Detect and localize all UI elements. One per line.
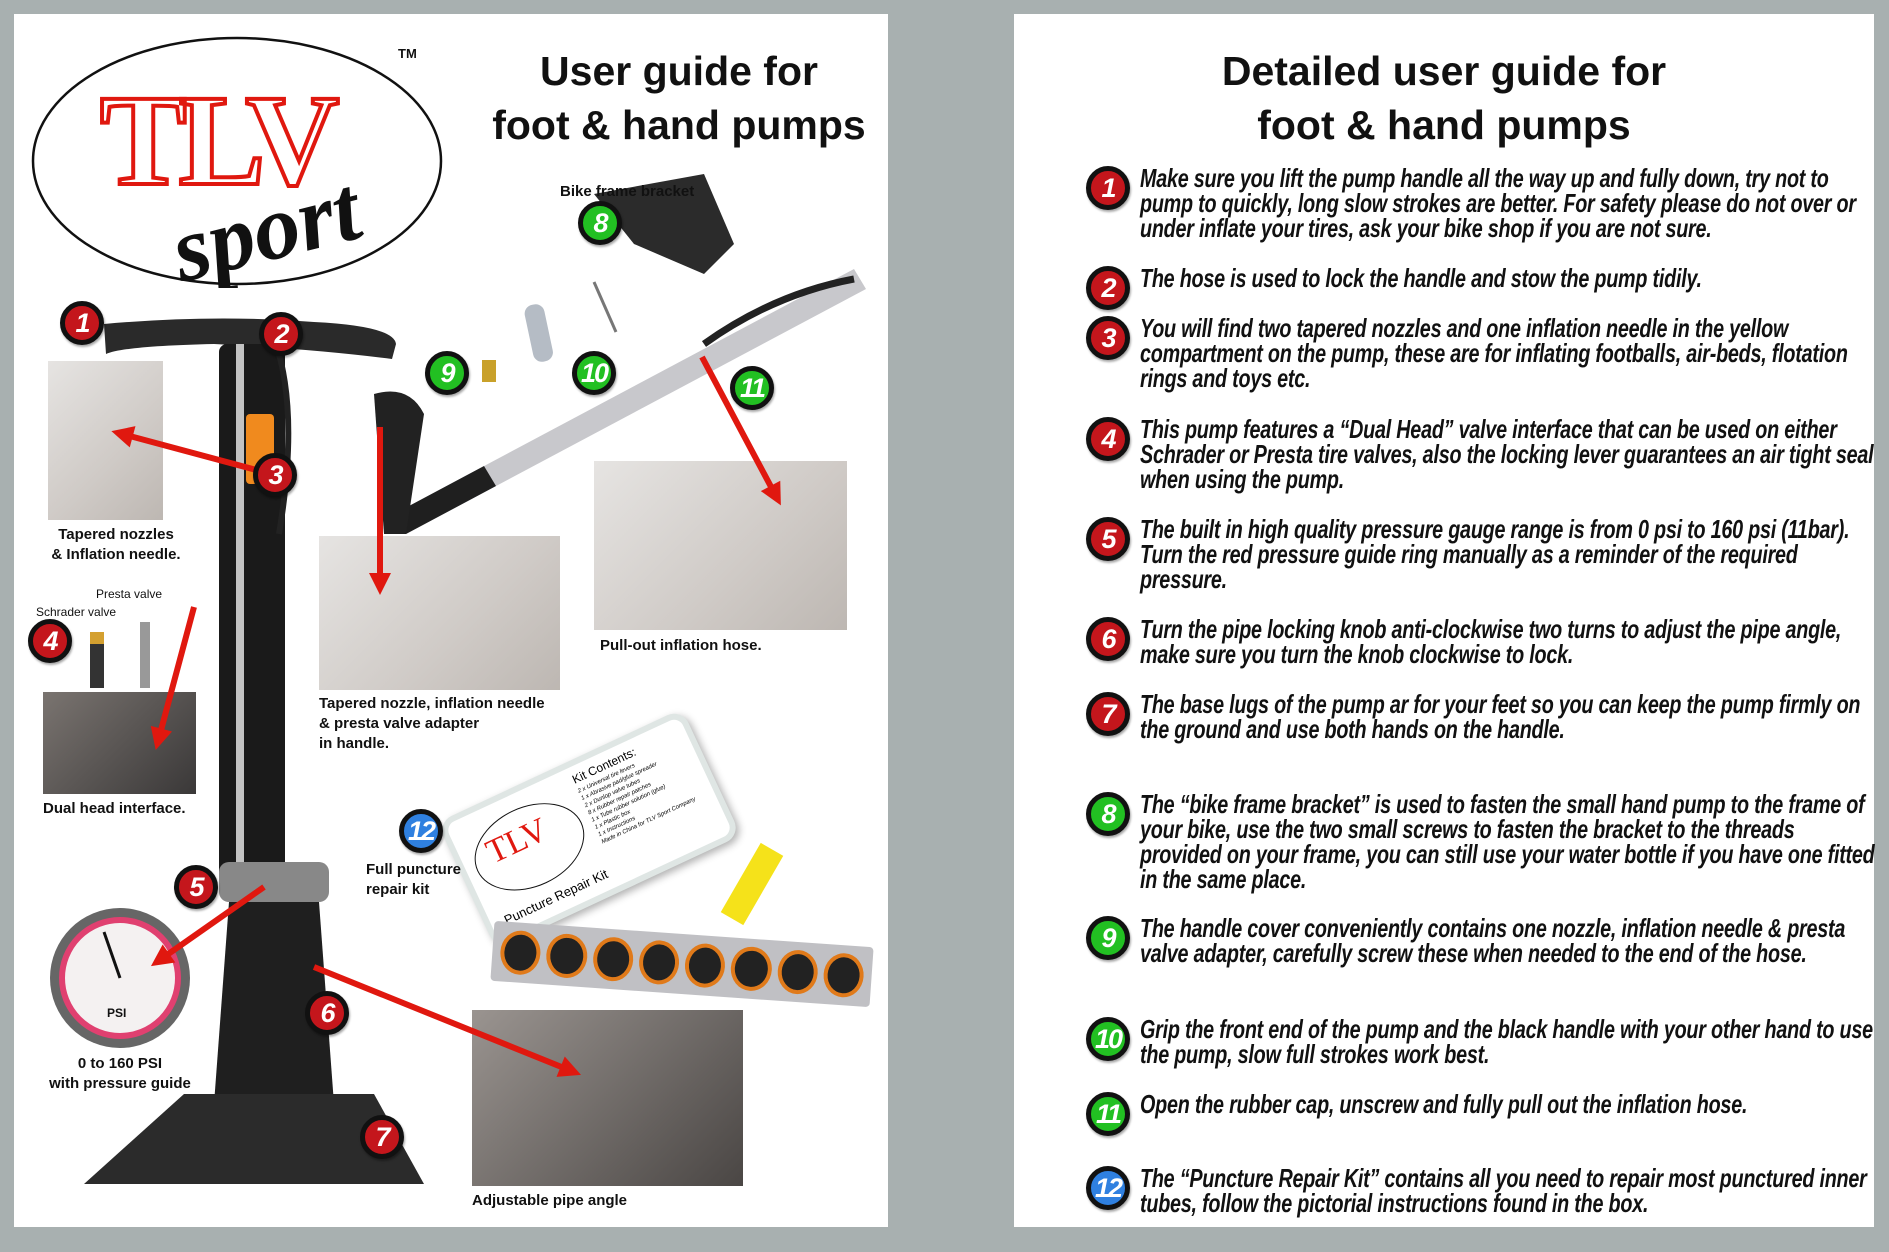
- caption-line: & presta valve adapter: [319, 715, 480, 732]
- caption-line: 0 to 160 PSI: [77, 1055, 163, 1072]
- detailed-guide-panel: Detailed user guide for foot & hand pump…: [1014, 14, 1875, 1227]
- detailed-title: Detailed user guide for foot & hand pump…: [1014, 44, 1874, 152]
- handle-photo: [319, 536, 560, 690]
- caption-line: with pressure guide: [49, 1075, 191, 1092]
- badge-7: 7: [1086, 692, 1130, 736]
- badge-11: 11: [730, 366, 774, 410]
- badge-8: 8: [578, 201, 622, 245]
- svg-text:TM: TM: [398, 46, 417, 61]
- kit-contents-list: 2 x Universal tire levers 1 x Abrasive p…: [577, 733, 722, 846]
- pipe-angle-photo: [472, 1010, 743, 1186]
- tlv-sport-logo: TLV sport TM: [30, 34, 448, 302]
- badge-2: 2: [1086, 266, 1130, 310]
- svg-text:TLV: TLV: [100, 69, 338, 213]
- valves-photo: [80, 622, 170, 694]
- badge-5: 5: [1086, 517, 1130, 561]
- pump-illustration: PSI: [50, 174, 866, 1184]
- item-text: Turn the pipe locking knob anti-clockwis…: [1140, 614, 1842, 669]
- badge-3: 3: [1086, 316, 1130, 360]
- badge-2: 2: [259, 312, 303, 356]
- badge-8: 8: [1086, 792, 1130, 836]
- badge-12: 12: [1086, 1166, 1130, 1210]
- item-text: The built in high quality pressure gauge…: [1140, 514, 1850, 594]
- caption-line: Tapered nozzles: [58, 526, 174, 543]
- badge-1: 1: [1086, 166, 1130, 210]
- badge-5: 5: [174, 865, 218, 909]
- caption-line: in handle.: [319, 735, 390, 752]
- item-text: You will find two tapered nozzles and on…: [1140, 313, 1848, 393]
- item-text: The “bike frame bracket” is used to fast…: [1140, 789, 1875, 894]
- quick-guide-panel: TLV sport TM User guide for foot & hand …: [14, 14, 888, 1227]
- badge-4: 4: [28, 619, 72, 663]
- item-text: The base lugs of the pump ar for your fe…: [1140, 689, 1861, 744]
- badge-6: 6: [305, 991, 349, 1035]
- item-text: Open the rubber cap, unscrew and fully p…: [1140, 1089, 1748, 1119]
- item-text: Grip the front end of the pump and the b…: [1140, 1014, 1873, 1069]
- caption-gauge: 0 to 160 PSI with pressure guide: [40, 1054, 200, 1094]
- title-line-1: User guide for: [540, 48, 818, 94]
- badge-10: 10: [1086, 1017, 1130, 1061]
- caption-nozzles: Tapered nozzles & Inflation needle.: [36, 525, 196, 565]
- title-line-2: foot & hand pumps: [1257, 102, 1631, 148]
- caption-presta: Presta valve: [96, 587, 163, 601]
- badge-3: 3: [253, 453, 297, 497]
- badge-11: 11: [1086, 1092, 1130, 1136]
- caption-line: repair kit: [366, 881, 430, 898]
- item-text: The handle cover conveniently contains o…: [1140, 913, 1846, 968]
- caption-bracket: Bike frame bracket: [560, 183, 695, 200]
- arrow-icon: [377, 427, 383, 577]
- caption-line: & Inflation needle.: [51, 546, 181, 563]
- caption-handle: Tapered nozzle, inflation needle & prest…: [319, 694, 545, 754]
- badge-9: 9: [425, 351, 469, 395]
- caption-pipe-angle: Adjustable pipe angle: [472, 1192, 628, 1209]
- caption-dual-head: Dual head interface.: [43, 800, 186, 817]
- badge-4: 4: [1086, 417, 1130, 461]
- item-text: The hose is used to lock the handle and …: [1140, 263, 1702, 293]
- caption-line: Full puncture: [366, 861, 461, 878]
- caption-line: Tapered nozzle, inflation needle: [319, 695, 545, 712]
- item-text: The “Puncture Repair Kit” contains all y…: [1140, 1163, 1867, 1218]
- gauge-unit: PSI: [107, 1006, 126, 1020]
- badge-7: 7: [360, 1115, 404, 1159]
- item-text: This pump features a “Dual Head” valve i…: [1140, 414, 1874, 494]
- badge-12: 12: [399, 809, 443, 853]
- dual-head-photo: [43, 692, 196, 794]
- badge-10: 10: [572, 351, 616, 395]
- caption-hose: Pull-out inflation hose.: [600, 637, 762, 654]
- caption-schrader: Schrader valve: [36, 605, 117, 619]
- badge-9: 9: [1086, 916, 1130, 960]
- item-text: Make sure you lift the pump handle all t…: [1140, 163, 1856, 243]
- guide-title: User guide for foot & hand pumps: [454, 44, 904, 152]
- caption-kit: Full puncture repair kit: [366, 860, 461, 900]
- badge-1: 1: [60, 301, 104, 345]
- hose-photo: [594, 461, 847, 630]
- badge-6: 6: [1086, 617, 1130, 661]
- title-line-2: foot & hand pumps: [492, 102, 866, 148]
- title-line-1: Detailed user guide for: [1221, 48, 1667, 94]
